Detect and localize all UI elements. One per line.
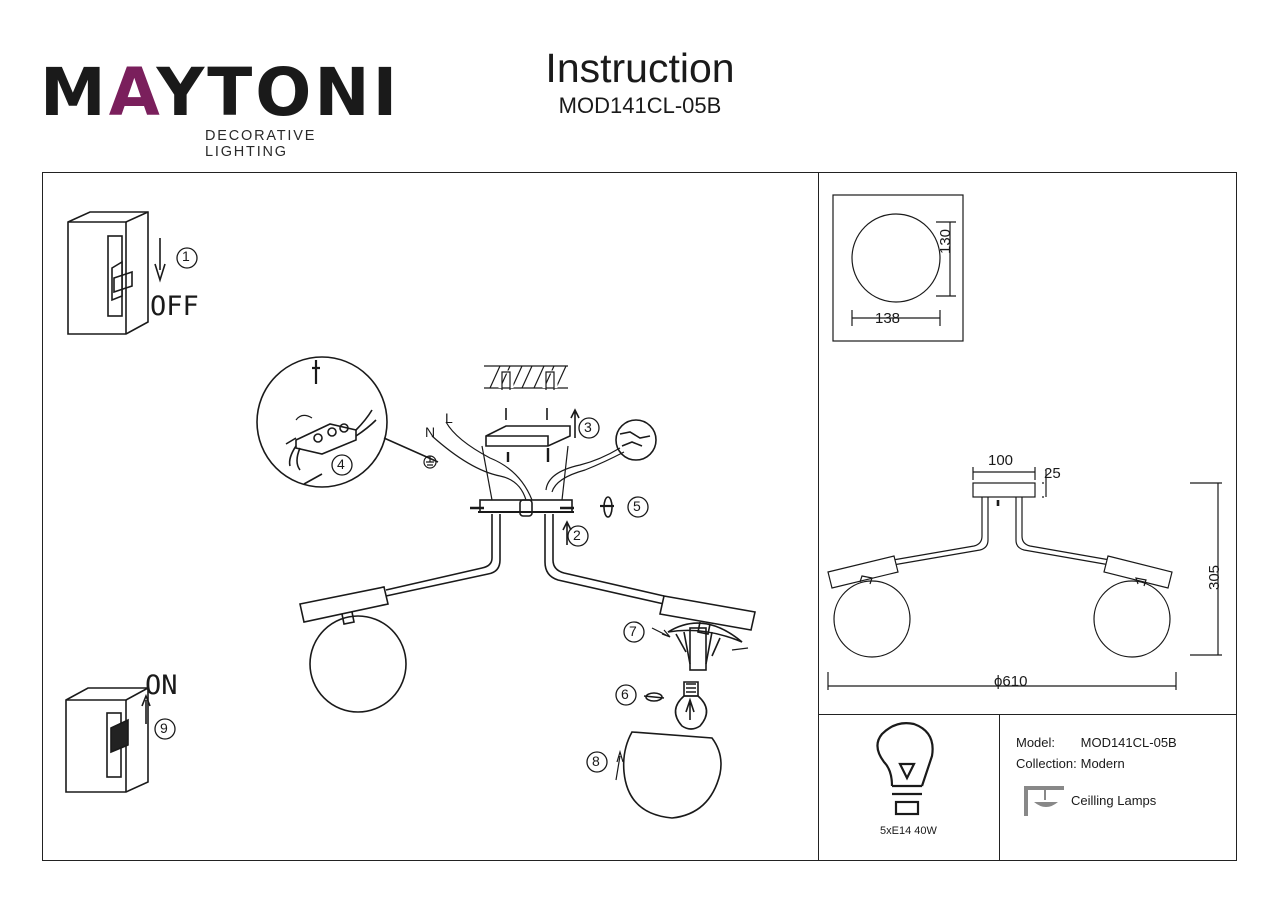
cup-detail: [651, 622, 749, 671]
ceiling-section: [484, 365, 568, 390]
step-7: 7: [629, 623, 637, 639]
ceiling-lamp-icon: [1024, 786, 1064, 816]
logo-wordmark: MAYTONI: [40, 54, 401, 131]
shade-dimension-drawing: [832, 194, 964, 342]
instruction-frame: [42, 172, 1237, 861]
total-height-label: 305: [1206, 564, 1223, 590]
total-diameter-label: ϕ610: [994, 673, 1028, 690]
step-4: 4: [337, 456, 345, 472]
connector-detail: [615, 419, 657, 461]
step-9: 9: [160, 720, 168, 736]
product-category: Ceilling Lamps: [1071, 793, 1157, 808]
brand-logo: MAYTONI DECORATIVE LIGHTING: [40, 50, 401, 161]
step-3: 3: [584, 419, 592, 435]
lamp-arms: [385, 514, 665, 605]
shade-height-label: 130: [937, 228, 954, 254]
switch-off-icon: [67, 211, 166, 335]
lamp-spec: 5xE14 40W: [880, 825, 937, 837]
canopy-width-label: 100: [988, 452, 1014, 469]
terminal-block-detail: [256, 356, 439, 488]
ground-symbol: [423, 455, 437, 469]
step-6: 6: [621, 686, 629, 702]
frame-divider-vertical: [818, 172, 819, 861]
light-bulb-icon: [876, 722, 934, 816]
instruction-title: Instruction: [545, 45, 735, 91]
step-5: 5: [633, 498, 641, 514]
right-shade: [615, 731, 722, 819]
switch-on-icon: [65, 687, 151, 793]
product-specs: Model: MOD141CL-05B Collection: Modern: [1016, 732, 1177, 774]
logo-tagline: DECORATIVE LIGHTING: [205, 128, 317, 160]
canopy: [470, 496, 614, 545]
page-title: Instruction MOD141CL-05B: [500, 48, 780, 119]
switch-off-label: OFF: [150, 291, 199, 322]
step-2: 2: [573, 527, 581, 543]
spec-collection: Collection: Modern: [1016, 753, 1177, 774]
right-lamp: [659, 595, 756, 635]
model-code: MOD141CL-05B: [558, 93, 722, 118]
shade-width-label: 138: [875, 310, 901, 327]
product-side-view: [827, 467, 1222, 690]
collection-label: Collection:: [1016, 756, 1077, 771]
wire-label-neutral: N: [425, 424, 436, 440]
canopy-height-label: 25: [1044, 465, 1061, 482]
step-8: 8: [592, 753, 600, 769]
wire-label-live: L: [445, 410, 453, 426]
model-label: Model:: [1016, 735, 1056, 750]
frame-divider-spec: [999, 714, 1000, 861]
bulb-detail: [643, 681, 708, 730]
left-lamp: [299, 586, 407, 713]
step-1: 1: [182, 248, 190, 264]
mounting-bracket: [485, 408, 580, 462]
model-value: MOD141CL-05B: [1080, 735, 1177, 750]
spec-model: Model: MOD141CL-05B: [1016, 732, 1177, 753]
switch-on-label: ON: [145, 670, 178, 701]
frame-divider-horizontal: [818, 714, 1237, 715]
collection-value: Modern: [1080, 756, 1125, 771]
